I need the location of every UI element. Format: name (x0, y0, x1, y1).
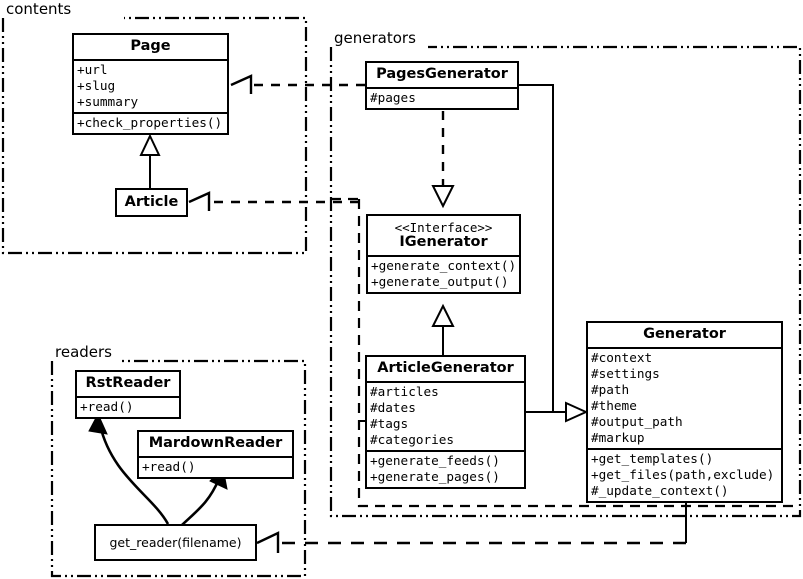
class-generator-title: Generator (643, 326, 726, 342)
operation: +generate_output() (371, 274, 509, 289)
operation: +check_properties() (77, 115, 223, 130)
class-page-title: Page (130, 38, 171, 54)
operation: +read() (80, 399, 134, 414)
class-igenerator-title: IGenerator (399, 234, 488, 250)
class-mardown-reader-operations: +read() (139, 456, 292, 477)
class-article-title: Article (124, 194, 179, 210)
class-pages-generator-attributes: #pages (367, 87, 517, 108)
operation: +get_files(path,exclude) (591, 467, 775, 482)
class-pages-generator-title: PagesGenerator (376, 66, 508, 82)
class-mardown-reader-title: MardownReader (148, 435, 283, 451)
attribute: +slug (77, 78, 116, 93)
edge-articlegenerator-realizes-igenerator (431, 303, 455, 355)
edge-pagesgenerator-realizes-igenerator (431, 111, 455, 209)
class-page-attributes: +url +slug +summary (74, 59, 227, 112)
package-label-generators: generators (332, 29, 418, 47)
attribute: +summary (77, 94, 139, 109)
attribute: #dates (370, 400, 416, 415)
operation: #_update_context() (591, 483, 729, 498)
class-page-operations: +check_properties() (74, 112, 227, 133)
class-igenerator[interactable]: <<Interface>> IGenerator +generate_conte… (366, 214, 521, 294)
class-mardown-reader[interactable]: MardownReader +read() (137, 430, 294, 479)
operation: +generate_pages() (370, 469, 500, 484)
operation: +read() (142, 459, 196, 474)
attribute: #path (591, 382, 630, 397)
function-get-reader[interactable]: get_reader(filename) (94, 524, 257, 561)
edge-generator-depends-get-reader (256, 502, 687, 553)
operation: +generate_context() (371, 258, 517, 273)
attribute: +url (77, 62, 108, 77)
edge-articlegenerator-depends-article (188, 191, 365, 422)
operation: +generate_feeds() (370, 453, 500, 468)
class-generator[interactable]: Generator #context #settings #path #them… (586, 321, 783, 503)
edge-generators-inherit-generator (519, 84, 589, 423)
attribute: #tags (370, 416, 409, 431)
class-rst-reader[interactable]: RstReader +read() (75, 370, 181, 419)
class-igenerator-operations: +generate_context() +generate_output() (368, 255, 519, 292)
class-generator-attributes: #context #settings #path #theme #output_… (588, 347, 781, 448)
class-article-generator-attributes: #articles #dates #tags #categories (367, 381, 524, 450)
class-page[interactable]: Page +url +slug +summary +check_properti… (72, 33, 229, 135)
class-igenerator-stereotype: <<Interface>> (394, 220, 493, 235)
edge-pagesgenerator-depends-page (230, 74, 365, 94)
class-article[interactable]: Article (115, 188, 188, 217)
class-rst-reader-title: RstReader (85, 375, 171, 391)
class-generator-operations: +get_templates() +get_files(path,exclude… (588, 448, 781, 501)
attribute: #context (591, 350, 653, 365)
class-article-generator-operations: +generate_feeds() +generate_pages() (367, 450, 524, 487)
attribute: #settings (591, 366, 660, 381)
class-article-generator[interactable]: ArticleGenerator #articles #dates #tags … (365, 355, 526, 489)
class-pages-generator[interactable]: PagesGenerator #pages (365, 61, 519, 110)
function-get-reader-label: get_reader(filename) (109, 535, 242, 550)
attribute: #pages (370, 90, 416, 105)
class-rst-reader-operations: +read() (77, 396, 179, 417)
attribute: #theme (591, 398, 637, 413)
package-label-readers: readers (53, 343, 114, 361)
attribute: #categories (370, 432, 455, 447)
edge-article-inherits-page (139, 133, 161, 188)
attribute: #markup (591, 430, 645, 445)
attribute: #output_path (591, 414, 683, 429)
operation: +get_templates() (591, 451, 714, 466)
attribute: #articles (370, 384, 439, 399)
class-article-generator-title: ArticleGenerator (377, 360, 514, 376)
package-label-contents: contents (4, 0, 74, 18)
